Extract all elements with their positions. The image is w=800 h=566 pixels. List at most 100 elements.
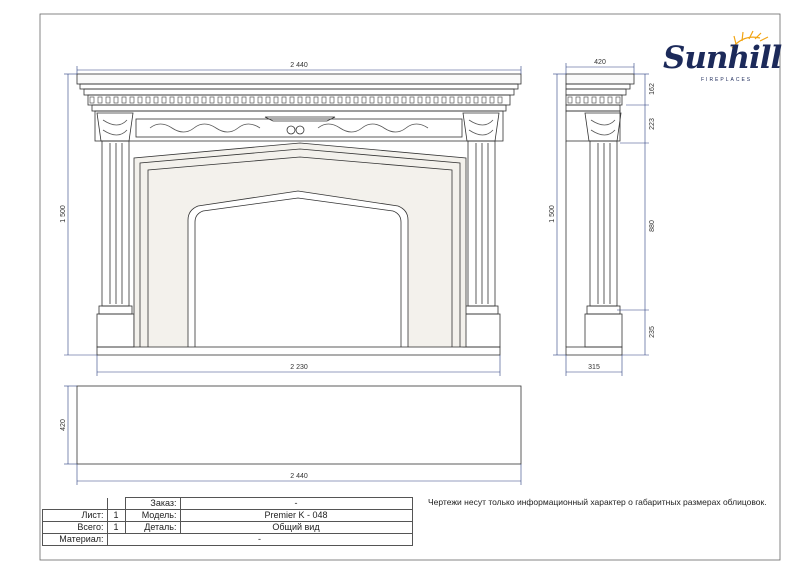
dentil (481, 96, 487, 104)
logo-subtitle: FIREPLACES (701, 77, 753, 83)
order-value: - (179, 497, 413, 510)
dim-side-seg-4: 235 (649, 326, 656, 338)
side-column (589, 140, 618, 307)
dentil (217, 96, 223, 104)
dentil (377, 96, 383, 104)
disclaimer-note: Чертежи несут только информационный хара… (428, 497, 767, 507)
dim-front-height: 1 500 (60, 205, 67, 223)
material-label: Материал: (42, 533, 108, 546)
dentil (433, 96, 439, 104)
dentil (599, 96, 605, 104)
dim-side-seg-2: 223 (649, 118, 656, 130)
sheet-value: 1 (106, 509, 126, 522)
dentil (401, 96, 407, 104)
dim-front-width-bottom: 2 230 (290, 364, 308, 371)
dentil (145, 96, 151, 104)
dentil (153, 96, 159, 104)
dentil (241, 96, 247, 104)
dentil (369, 96, 375, 104)
dentil (313, 96, 319, 104)
dentil (265, 96, 271, 104)
dim-side-depth-bottom: 315 (588, 364, 600, 371)
dentil (583, 96, 589, 104)
dim-side-seg-3: 880 (649, 220, 656, 232)
column-left (101, 140, 130, 307)
capital-left (96, 112, 134, 142)
sun-rays-icon (731, 30, 769, 49)
dentil (89, 96, 95, 104)
dentil (289, 96, 295, 104)
dentil (257, 96, 263, 104)
dentil (273, 96, 279, 104)
dentil (169, 96, 175, 104)
firebox-opening (187, 190, 409, 347)
dentil (121, 96, 127, 104)
dentil (449, 96, 455, 104)
hearth (96, 346, 501, 356)
side-capital (584, 112, 622, 142)
dentil (337, 96, 343, 104)
dentil (177, 96, 183, 104)
dentil (345, 96, 351, 104)
dim-side-height: 1 500 (549, 205, 556, 223)
order-label: Заказ: (124, 497, 181, 510)
dentil (97, 96, 103, 104)
detail-label: Деталь: (124, 521, 181, 534)
dentil (385, 96, 391, 104)
model-label: Модель: (124, 509, 181, 522)
sheet-label: Лист: (42, 509, 108, 522)
front-view (76, 73, 522, 356)
dentil (137, 96, 143, 104)
dentil (353, 96, 359, 104)
dentil (281, 96, 287, 104)
dimension-lines (64, 63, 649, 485)
dentil (465, 96, 471, 104)
frieze-ornament-left (149, 123, 261, 133)
dentil (161, 96, 167, 104)
capital-right (462, 112, 500, 142)
dentil (575, 96, 581, 104)
dentil (297, 96, 303, 104)
dentil (607, 96, 613, 104)
dentil (209, 96, 215, 104)
dentil (497, 96, 503, 104)
dentil (185, 96, 191, 104)
dentil (441, 96, 447, 104)
sunhill-logo: Sunhill FIREPLACES (655, 30, 782, 90)
total-label: Всего: (42, 521, 108, 534)
dentil-row (87, 94, 511, 106)
dentil (225, 96, 231, 104)
plan-view-outline (76, 385, 522, 465)
dentil (249, 96, 255, 104)
dentil (193, 96, 199, 104)
side-view (565, 73, 635, 356)
total-value: 1 (106, 521, 126, 534)
dentil (129, 96, 135, 104)
title-block: Заказ: - Лист: 1 Модель: Premier K - 048… (42, 497, 413, 546)
dentil (567, 96, 573, 104)
dim-side-width-top: 420 (594, 59, 606, 66)
dentil (591, 96, 597, 104)
dim-side-seg-1: 162 (649, 83, 656, 95)
dentil (113, 96, 119, 104)
dentil (489, 96, 495, 104)
dim-front-width-top: 2 440 (290, 62, 308, 69)
column-right (467, 140, 496, 307)
frieze-ornament-right (317, 123, 429, 133)
dentil (305, 96, 311, 104)
logo-wordmark: Sunhill (663, 40, 782, 76)
material-value: - (106, 533, 413, 546)
dentil (361, 96, 367, 104)
dentil (201, 96, 207, 104)
dentil (329, 96, 335, 104)
dentil (457, 96, 463, 104)
dim-plan-width: 2 440 (290, 473, 308, 480)
dim-plan-height: 420 (60, 419, 67, 431)
dentil (105, 96, 111, 104)
dentil (425, 96, 431, 104)
sheet-frame (39, 13, 781, 561)
dentil (417, 96, 423, 104)
dentil (321, 96, 327, 104)
dentil (393, 96, 399, 104)
